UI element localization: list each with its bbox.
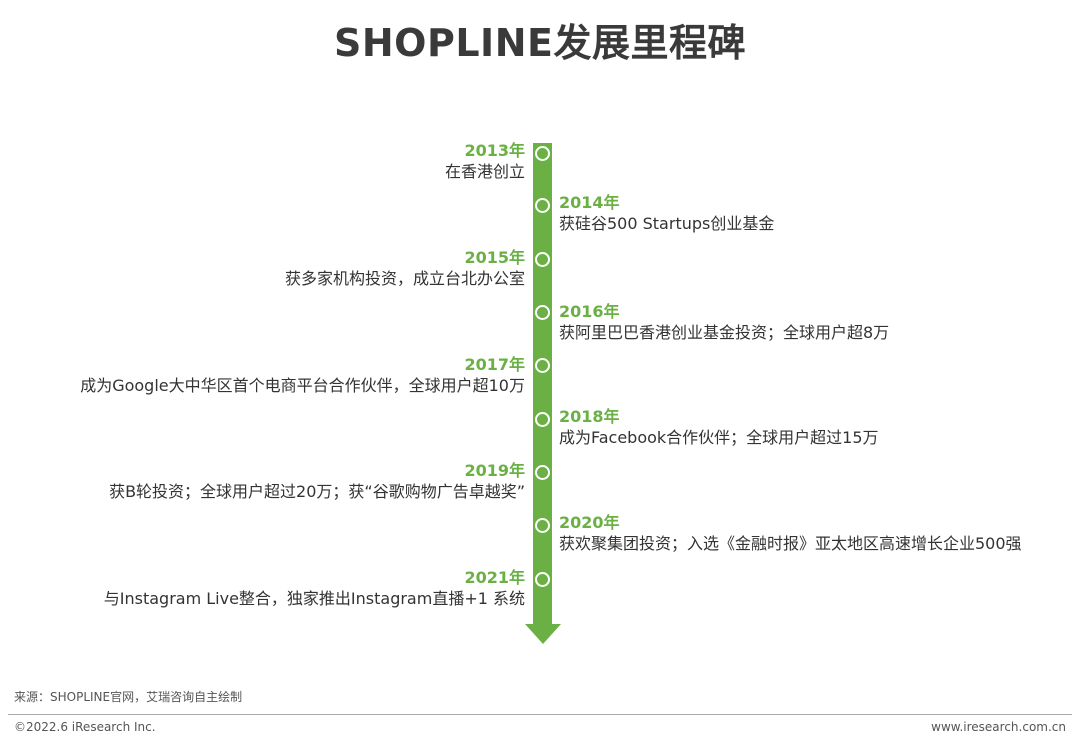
milestone-text: 获阿里巴巴香港创业基金投资；全球用户超8万 [559,323,890,342]
milestone-2021: 2021年 与Instagram Live整合，独家推出Instagram直播+… [5,568,525,610]
milestone-year: 2021年 [464,568,525,587]
timeline-node-2015 [535,252,550,267]
milestone-year: 2014年 [559,193,620,212]
milestone-year: 2013年 [464,141,525,160]
milestone-2018: 2018年 成为Facebook合作伙伴；全球用户超过15万 [559,407,1079,449]
website-link[interactable]: www.iresearch.com.cn [931,720,1066,734]
timeline-node-2017 [535,358,550,373]
page-title: SHOPLINE发展里程碑 [334,21,746,65]
milestone-text: 获欢聚集团投资；入选《金融时报》亚太地区高速增长企业500强 [559,534,1022,553]
footer-divider [8,714,1072,715]
milestone-year: 2015年 [464,248,525,267]
source-note: 来源：SHOPLINE官网，艾瑞咨询自主绘制 [14,690,243,704]
timeline-bar [533,143,552,627]
milestone-2020: 2020年 获欢聚集团投资；入选《金融时报》亚太地区高速增长企业500强 [559,513,1079,555]
milestone-year: 2016年 [559,302,620,321]
milestone-text: 在香港创立 [444,162,525,181]
milestone-text: 成为Google大中华区首个电商平台合作伙伴，全球用户超10万 [80,376,525,395]
milestone-2019: 2019年 获B轮投资；全球用户超过20万；获“谷歌购物广告卓越奖” [5,461,525,503]
timeline-node-2019 [535,465,550,480]
timeline-node-2018 [535,412,550,427]
timeline-arrow-head [525,624,561,644]
milestone-text: 获B轮投资；全球用户超过20万；获“谷歌购物广告卓越奖” [109,482,525,501]
milestone-year: 2019年 [464,461,525,480]
milestone-2016: 2016年 获阿里巴巴香港创业基金投资；全球用户超8万 [559,302,1079,344]
milestone-text: 与Instagram Live整合，独家推出Instagram直播+1 系统 [103,589,525,608]
timeline-node-2020 [535,518,550,533]
milestone-year: 2018年 [559,407,620,426]
copyright: ©2022.6 iResearch Inc. [14,720,156,734]
timeline-node-2013 [535,146,550,161]
milestone-text: 获多家机构投资，成立台北办公室 [284,269,525,288]
milestone-year: 2017年 [464,355,525,374]
milestone-text: 成为Facebook合作伙伴；全球用户超过15万 [559,428,879,447]
milestone-text: 获硅谷500 Startups创业基金 [559,214,775,233]
timeline-node-2014 [535,198,550,213]
milestone-2015: 2015年 获多家机构投资，成立台北办公室 [5,248,525,290]
timeline-node-2021 [535,572,550,587]
milestone-2013: 2013年 在香港创立 [5,141,525,183]
timeline-node-2016 [535,305,550,320]
milestone-year: 2020年 [559,513,620,532]
milestone-2014: 2014年 获硅谷500 Startups创业基金 [559,193,1079,235]
milestone-2017: 2017年 成为Google大中华区首个电商平台合作伙伴，全球用户超10万 [5,355,525,397]
